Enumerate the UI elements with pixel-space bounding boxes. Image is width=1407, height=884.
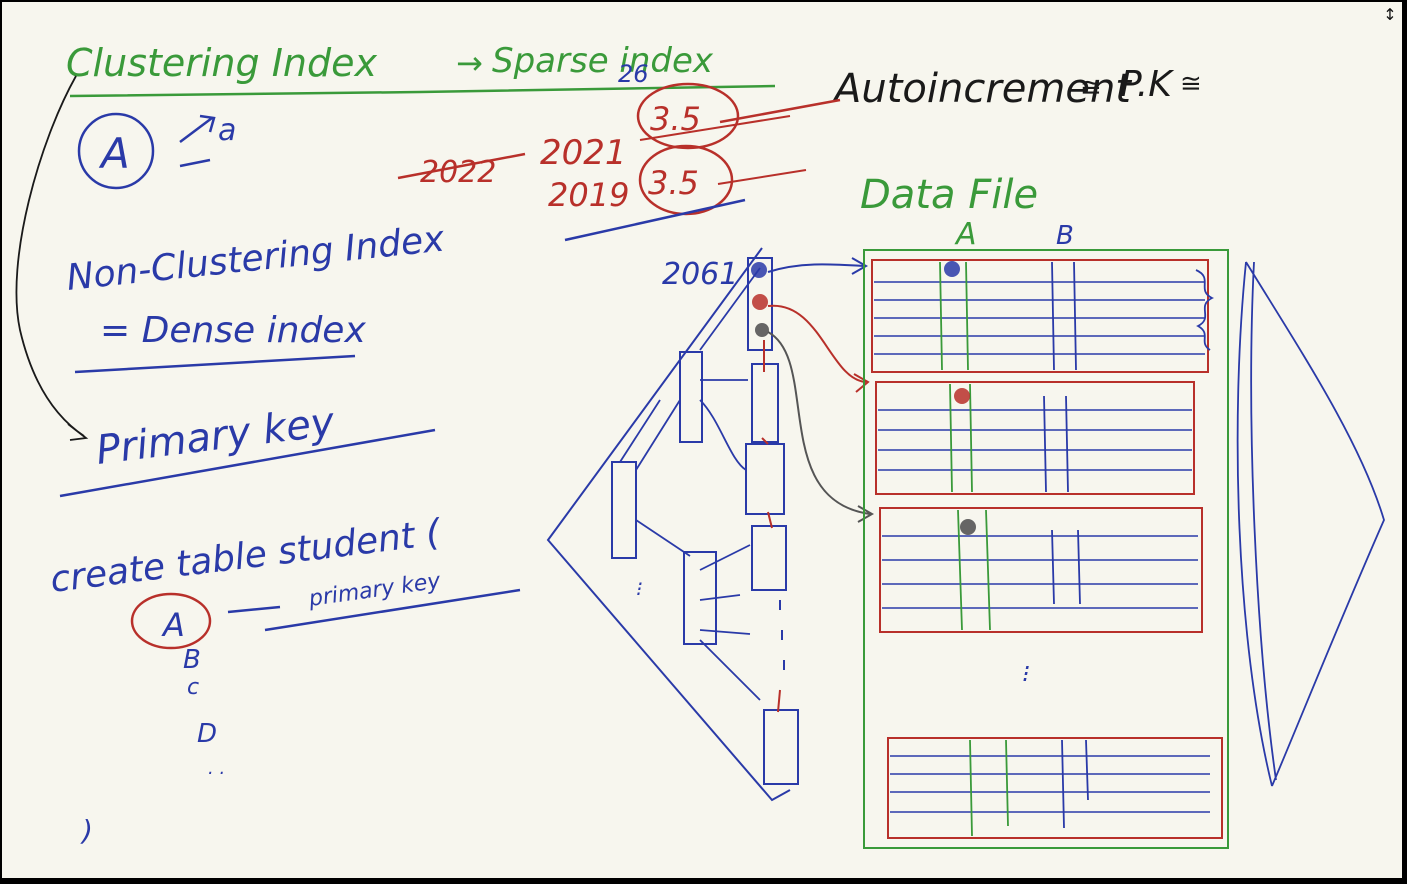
data-file-col-a: A: [954, 217, 977, 252]
a-annotation-text: a: [218, 113, 236, 148]
black-pointer: [767, 331, 875, 523]
page-2-red-dot: [954, 388, 970, 404]
leaf-column-top: [747, 257, 773, 351]
col-b-text: B: [183, 645, 201, 675]
blue-pointer: [767, 257, 869, 275]
value-2021-tail: [639, 115, 791, 141]
data-page-1: [871, 259, 1215, 373]
circled-a-group: A a: [77, 112, 236, 190]
value-2019-underline: [564, 198, 746, 242]
page-3-gray-dot: [960, 519, 976, 535]
more-pages-dots: ⁝: [1022, 660, 1030, 688]
page-1-col-b: [1051, 261, 1077, 371]
autoincrement-text: Autoincrement: [831, 66, 1132, 112]
page-1-col-a: [939, 261, 969, 371]
col-a-text: A: [161, 606, 185, 644]
data-page-last: [887, 737, 1223, 839]
primary-key-underline: [59, 428, 436, 498]
page-1-squiggle: [1195, 269, 1215, 351]
data-page-2: [875, 381, 1195, 495]
leaf-box-3: [745, 443, 785, 515]
data-file-bracket: [1236, 261, 1385, 787]
col-c-text: c: [187, 675, 199, 700]
index-tree: ⁝: [546, 247, 799, 802]
last-page-col-b: [1061, 739, 1089, 829]
circled-a-arrow: [179, 114, 216, 143]
value-2021-text: 2021: [540, 133, 627, 173]
red-pointer: [767, 304, 870, 393]
clustering-to-pk-arrow: [15, 75, 89, 441]
primary-key-small-underline: [264, 588, 521, 632]
close-paren-text: ): [80, 814, 93, 847]
inner-node-3: [611, 461, 637, 559]
leaf-box-5: [763, 709, 799, 785]
resize-handle-icon[interactable]: ↕: [1383, 5, 1397, 24]
last-page-rows: [890, 755, 1210, 813]
tree-edges: [619, 267, 761, 701]
col-a-dash: [227, 605, 281, 614]
leaf-pointers: [767, 257, 875, 523]
data-file: Data File A B: [860, 172, 1385, 849]
leaf-dotted-chain: [779, 600, 785, 670]
leaf-red-chain: [761, 340, 781, 713]
data-file-col-b: B: [1056, 221, 1074, 251]
page-2-rows: [878, 409, 1192, 471]
page-1-border: [871, 259, 1209, 373]
leaf-box-4: [751, 525, 787, 591]
dense-underline: [74, 354, 356, 374]
value-2019-tail: [717, 169, 807, 185]
a-annotation-tail: [179, 158, 211, 168]
value-2019-text: 2019: [548, 176, 629, 214]
clustering-index-text: Clustering Index: [66, 41, 378, 85]
value-2019-circled: 3.5: [648, 164, 699, 202]
pk-mark: ≅: [1180, 69, 1202, 99]
pk-text: P.K: [1120, 64, 1174, 105]
data-file-title: Data File: [860, 172, 1038, 218]
top-number-text: 26: [618, 60, 649, 88]
page-2-border: [875, 381, 1195, 495]
tree-outline: [546, 247, 791, 802]
page-3-col-a: [957, 509, 991, 631]
page-3-border: [879, 507, 1203, 633]
value-2022-strike: [397, 152, 526, 180]
leaf-black-dot: [755, 323, 769, 337]
dense-index-text: = Dense index: [100, 310, 366, 351]
last-page-col-a: [969, 739, 1009, 837]
inner-node-1: [679, 351, 703, 443]
more-cols-dots: . .: [208, 758, 225, 779]
leaf-red-dot: [752, 294, 768, 310]
value-2061-text: 2061: [662, 257, 738, 292]
sparse-index-text: Sparse index: [492, 41, 714, 81]
page-1-rows: [874, 281, 1205, 355]
arrow-to-sparse: →: [456, 44, 483, 82]
inner-dots: ⁝: [636, 577, 642, 601]
autoincrement-red-line: [719, 98, 841, 124]
col-a-ring: [130, 592, 212, 650]
page-2-col-a: [949, 383, 973, 493]
page-1-blue-dot: [944, 261, 960, 277]
circled-a-letter: A: [98, 129, 130, 178]
data-page-3: [879, 507, 1203, 633]
last-page-border: [887, 737, 1223, 839]
index-values-section: 26 2022 2021 3.5 2019 3.5 2061: [397, 60, 807, 292]
col-d-text: D: [197, 719, 217, 749]
autoincrement-mark: ≅: [1080, 73, 1102, 103]
page-3-col-b: [1051, 529, 1081, 605]
data-file-frame: [863, 249, 1229, 849]
circled-a-ring: [77, 112, 155, 190]
page-3-rows: [882, 535, 1198, 609]
value-2021-ring: [636, 82, 740, 150]
page-2-col-b: [1043, 395, 1069, 493]
clustering-section: Clustering Index → Sparse index: [66, 41, 776, 98]
autoincrement-section: Autoincrement ≅ P.K ≅: [719, 64, 1202, 124]
clustering-underline: [69, 84, 776, 98]
